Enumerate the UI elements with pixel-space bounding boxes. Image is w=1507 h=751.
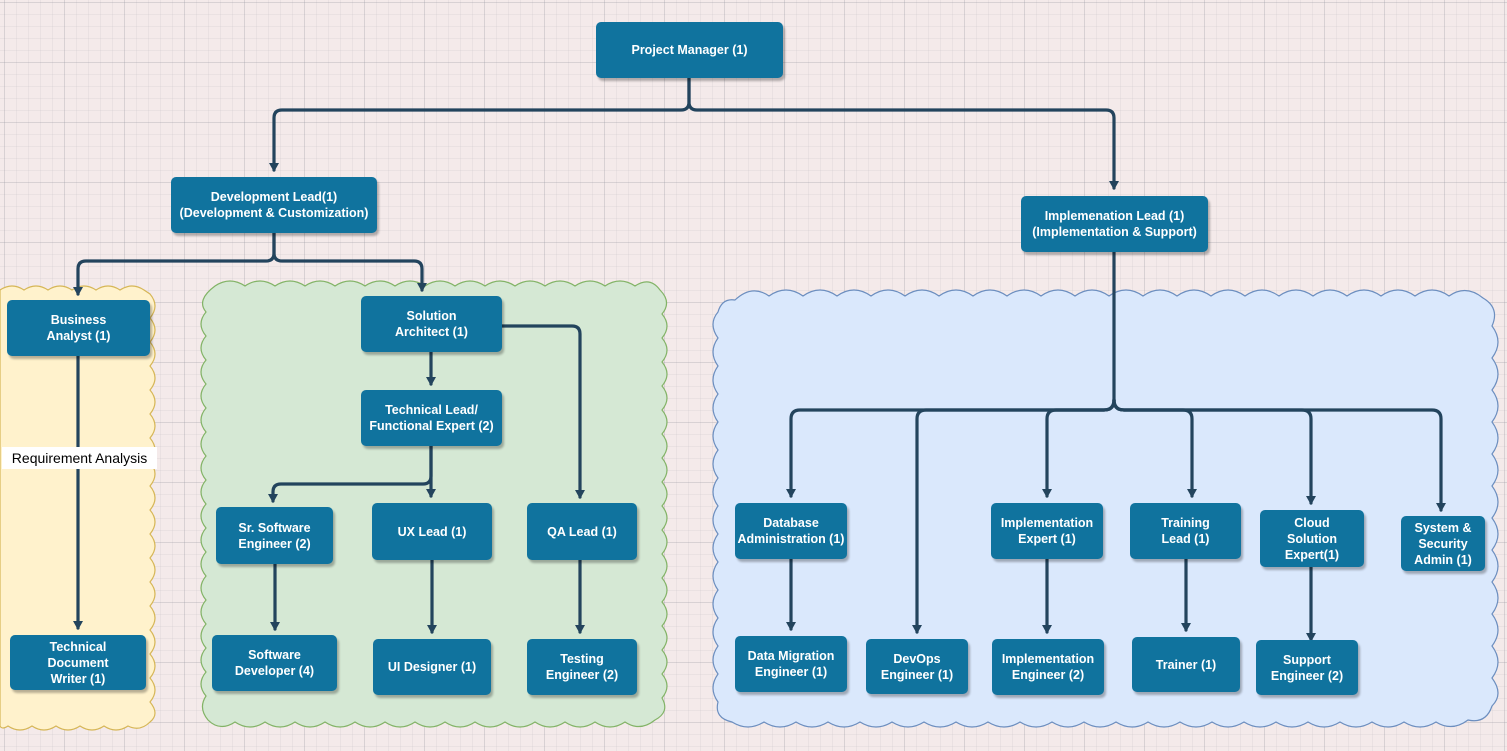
edge-devlead-to-sa — [272, 231, 427, 292]
node-testing-engineer[interactable]: Testing Engineer (2) — [527, 639, 637, 695]
edge-implead-to-ssa — [1112, 398, 1446, 512]
node-ux-lead[interactable]: UX Lead (1) — [372, 503, 492, 560]
requirement-analysis-label: Requirement Analysis — [2, 447, 157, 469]
node-cloud-solution-expert[interactable]: Cloud Solution Expert(1) — [1260, 510, 1364, 567]
node-sr-software-engineer[interactable]: Sr. Software Engineer (2) — [216, 507, 333, 564]
edge-sa-to-qa — [499, 324, 585, 499]
node-development-lead[interactable]: Development Lead(1) (Development & Custo… — [171, 177, 377, 233]
node-implementation-lead[interactable]: Implemenation Lead (1) (Implementation &… — [1021, 196, 1208, 252]
edge-devlead-to-ba — [73, 231, 276, 296]
node-implementation-expert[interactable]: Implementation Expert (1) — [991, 503, 1103, 559]
node-project-manager[interactable]: Project Manager (1) — [596, 22, 783, 78]
node-technical-document-writer[interactable]: Technical Document Writer (1) — [10, 635, 146, 690]
edge-pm-to-implead — [687, 76, 1119, 190]
node-implementation-engineer[interactable]: Implementation Engineer (2) — [992, 639, 1104, 695]
node-business-analyst[interactable]: Business Analyst (1) — [7, 300, 150, 356]
node-qa-lead[interactable]: QA Lead (1) — [527, 503, 637, 560]
node-ui-designer[interactable]: UI Designer (1) — [373, 639, 491, 695]
node-trainer[interactable]: Trainer (1) — [1132, 637, 1240, 692]
node-system-security-admin[interactable]: System & Security Admin (1) — [1401, 516, 1485, 571]
node-technical-lead[interactable]: Technical Lead/ Functional Expert (2) — [361, 390, 502, 446]
node-solution-architect[interactable]: Solution Architect (1) — [361, 296, 502, 352]
edge-pm-to-devlead — [269, 76, 691, 172]
node-data-migration-engineer[interactable]: Data Migration Engineer (1) — [735, 636, 847, 692]
edge-implead-to-ie — [1042, 398, 1116, 498]
node-training-lead[interactable]: Training Lead (1) — [1130, 503, 1241, 559]
node-software-developer[interactable]: Software Developer (4) — [212, 635, 337, 691]
node-devops-engineer[interactable]: DevOps Engineer (1) — [866, 639, 968, 694]
node-database-administration[interactable]: Database Administration (1) — [735, 503, 847, 559]
group-implementation-team — [712, 289, 1499, 728]
node-support-engineer[interactable]: Support Engineer (2) — [1256, 640, 1358, 695]
